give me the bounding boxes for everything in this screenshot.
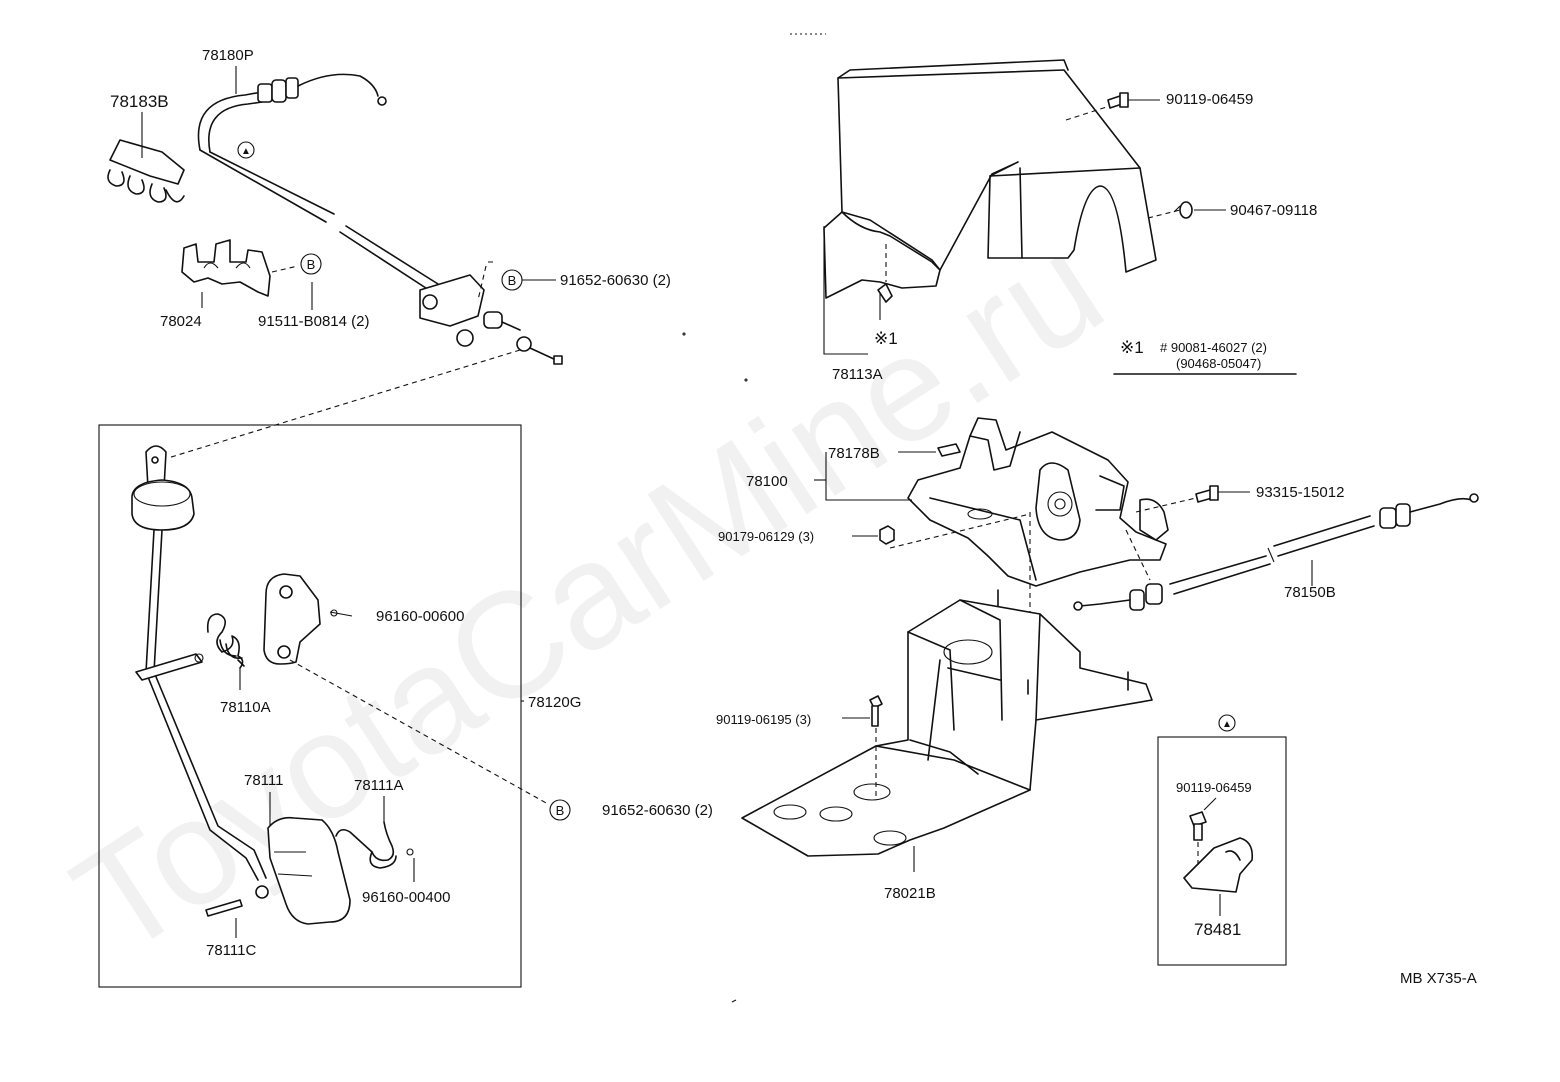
marker-triangle-cable: ▲	[237, 141, 255, 159]
label-78150b: 78150B	[1284, 584, 1336, 601]
select-cable-78150b	[1073, 493, 1479, 611]
svg-text:B: B	[508, 273, 517, 288]
pedal-bracket-plate	[263, 573, 321, 665]
label-91511-b0814: 91511-B0814 (2)	[258, 313, 369, 330]
label-78111: 78111	[244, 772, 284, 789]
label-78110a: 78110A	[220, 699, 271, 716]
nut-90179-06129	[879, 525, 895, 545]
label-78481: 78481	[1194, 920, 1241, 939]
label-90467-09118: 90467-09118	[1230, 202, 1317, 219]
bolt-90119-06459-top	[1107, 92, 1129, 109]
label-78111a: 78111A	[354, 777, 404, 794]
label-90119-06195: 90119-06195 (3)	[716, 712, 811, 727]
bracket-78481	[1183, 811, 1254, 893]
note-symbol: ※1	[1120, 338, 1144, 357]
label-78183b: 78183B	[110, 92, 169, 111]
label-90119-06459-inset: 90119-06459	[1176, 780, 1252, 795]
label-78120g: 78120G	[528, 694, 581, 711]
label-78021b: 78021B	[884, 885, 936, 902]
svg-text:B: B	[556, 803, 565, 818]
label-78113a: 78113A	[832, 366, 883, 383]
label-91652-60630-bottom: 91652-60630 (2)	[602, 802, 713, 819]
note-line2: (90468-05047)	[1176, 356, 1261, 371]
label-78180p: 78180P	[202, 47, 254, 64]
bolt-90119-06195	[869, 695, 883, 727]
pin-78111c	[205, 899, 243, 917]
spring-78111a	[335, 821, 414, 869]
label-star1: ※1	[874, 329, 898, 348]
note-line1: # 90081-46027 (2)	[1160, 340, 1267, 355]
label-96160-00600: 96160-00600	[376, 608, 464, 625]
label-96160-00400: 96160-00400	[362, 889, 450, 906]
bolt-93315-15012	[1195, 485, 1219, 503]
accelerator-cable	[197, 73, 563, 365]
label-93315-15012: 93315-15012	[1256, 484, 1344, 501]
clip-90467-09118	[1173, 201, 1193, 219]
lever-bracket-78100	[907, 417, 1169, 587]
inset-box-78481	[1157, 736, 1287, 966]
label-90119-06459-top: 90119-06459	[1166, 91, 1253, 108]
svg-text:▲: ▲	[241, 146, 251, 157]
svg-text:B: B	[307, 257, 316, 272]
spring-78110a	[206, 613, 245, 669]
bracket-78024	[181, 239, 271, 297]
watermark-text: ToyotaCarMine.ru	[46, 201, 1130, 987]
label-78178b: 78178B	[828, 445, 880, 462]
marker-b-top-left: B	[300, 253, 322, 275]
svg-text:▲: ▲	[1222, 719, 1232, 730]
label-91652-60630-top: 91652-60630 (2)	[560, 272, 671, 289]
marker-triangle-inset: ▲	[1218, 714, 1236, 732]
cover-78113a	[823, 59, 1157, 320]
label-78100: 78100	[746, 473, 788, 490]
drawing-code: MB X735-A	[1400, 970, 1477, 987]
label-78024: 78024	[160, 313, 202, 330]
label-78111c: 78111C	[206, 942, 256, 959]
base-plate-78021b	[741, 589, 1153, 857]
pedal-pad-78111	[267, 816, 351, 925]
cable-clip-78183b	[107, 139, 185, 203]
accelerator-pedal-arm	[131, 445, 269, 899]
label-90179-06129: 90179-06129 (3)	[718, 529, 814, 544]
marker-b-top-right: B	[501, 269, 523, 291]
pedal-assembly-box	[98, 424, 522, 988]
marker-b-bottom: B	[549, 799, 571, 821]
